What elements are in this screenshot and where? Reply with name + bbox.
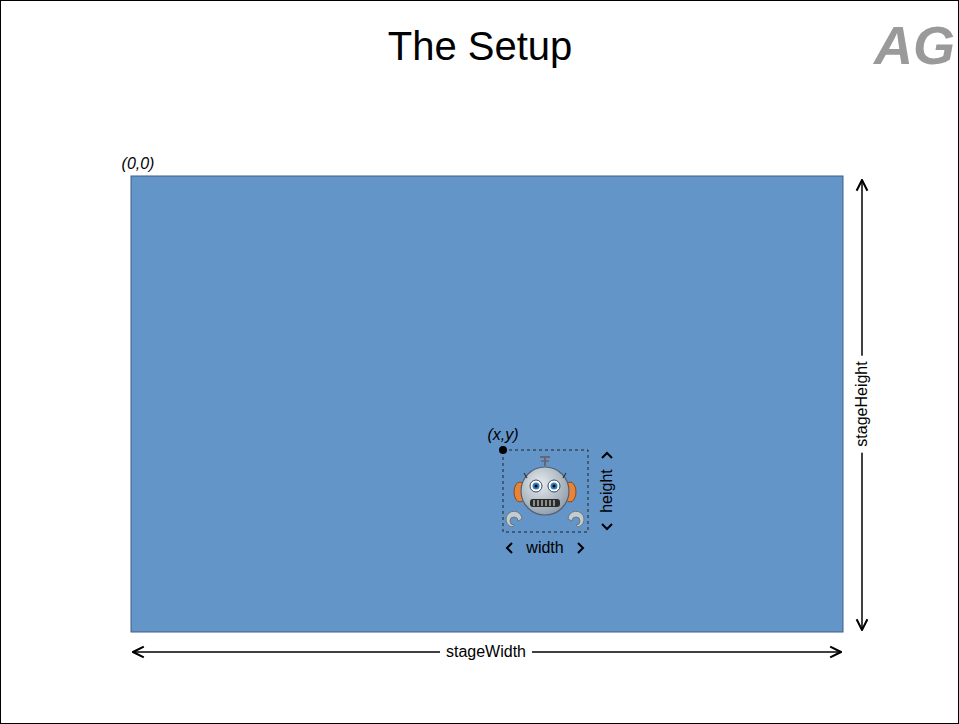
robot-sprite: [506, 456, 584, 527]
dimension-label: width: [526, 539, 563, 557]
stage: [131, 176, 843, 632]
width-chevron: [578, 543, 583, 553]
origin-dot: [499, 446, 507, 454]
position-label: (x,y): [487, 426, 518, 444]
slide-title: The Setup: [388, 24, 573, 68]
dimension-label: height: [598, 469, 616, 513]
logo-watermark: AG: [874, 16, 955, 75]
width-chevron: [507, 543, 512, 553]
dimension-label: stageWidth: [440, 643, 532, 661]
height-chevron: [602, 524, 612, 529]
sprite-bounds: [503, 450, 588, 532]
origin-label: (0,0): [122, 155, 155, 173]
dimension-label: stageHeight: [853, 355, 871, 452]
height-chevron: [602, 453, 612, 458]
